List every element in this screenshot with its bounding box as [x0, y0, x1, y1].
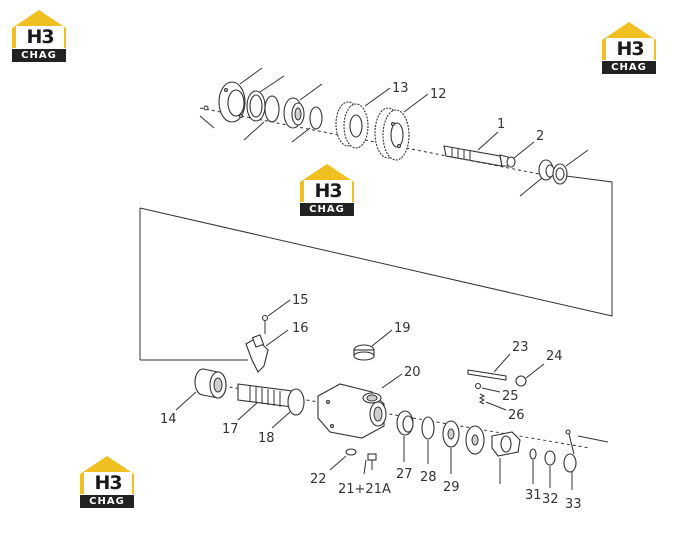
callout-18: 18: [258, 431, 275, 446]
callout-32: 32: [542, 492, 559, 507]
washer-31: [529, 448, 537, 484]
callout-15: 15: [292, 293, 309, 308]
exploded-view-frame: [139, 175, 613, 361]
end-bearing: [519, 159, 555, 197]
watermark-logo-top-left: H3 CHAG: [8, 8, 70, 64]
flange-disc: [465, 425, 485, 455]
lower-assembly: [175, 299, 609, 490]
nut-19: [353, 329, 393, 361]
logo-subtext: CHAG: [80, 495, 134, 508]
callout-16: 16: [292, 321, 309, 336]
callout-31: 31: [525, 488, 542, 503]
logo-subtext: CHAG: [12, 49, 66, 62]
watermark-logo-center: H3 CHAG: [296, 162, 358, 218]
end-ring: [552, 149, 589, 185]
ring-28: [421, 416, 435, 464]
callout-labels: 13 12 1 2 15 16 19 20 23 24 25 26 14 17 …: [160, 81, 582, 512]
bearing-cover-flange: [218, 67, 263, 123]
bearing: [283, 83, 323, 129]
spacer-ring: [291, 106, 323, 143]
washer-2: [506, 141, 535, 168]
spline-shaft-17: [237, 383, 301, 421]
callout-22: 22: [310, 472, 327, 487]
castle-nut-33: [563, 429, 609, 490]
callout-12: 12: [430, 87, 447, 102]
shift-fork-16: [245, 329, 289, 373]
callout-33: 33: [565, 497, 582, 512]
screw-15: [261, 299, 291, 334]
bolt-21: [363, 453, 377, 475]
callout-1: 1: [497, 117, 505, 132]
watermark-logo-bottom-left: H3 CHAG: [76, 454, 138, 510]
callout-2: 2: [536, 129, 544, 144]
callout-25: 25: [502, 389, 519, 404]
small-bolt: [199, 105, 215, 129]
o-ring-18: [271, 388, 305, 429]
callout-20: 20: [404, 365, 421, 380]
callout-28: 28: [420, 470, 437, 485]
ball-25: [474, 382, 501, 393]
ring-32: [544, 450, 556, 488]
callout-29: 29: [443, 480, 460, 495]
seal-27: [396, 410, 414, 462]
shaft-1: [443, 131, 509, 167]
callout-19: 19: [394, 321, 411, 336]
upper-shaft-assembly: [199, 67, 589, 197]
sliding-sleeve-14: [175, 368, 227, 411]
callout-23: 23: [512, 340, 529, 355]
logo-text: H3: [606, 38, 654, 60]
logo-text: H3: [84, 472, 132, 494]
logo-text: H3: [304, 180, 352, 202]
watermark-logo-top-right: H3 CHAG: [598, 20, 660, 76]
callout-27: 27: [396, 467, 413, 482]
housing-20: [317, 373, 403, 439]
logo-subtext: CHAG: [602, 61, 656, 74]
gear-12: [374, 93, 429, 161]
gear-13: [335, 87, 391, 149]
callout-24: 24: [546, 349, 563, 364]
callout-21-21a: 21+21A: [338, 482, 391, 497]
pin-23: [467, 353, 511, 381]
bushing-24: [515, 363, 545, 387]
washer-22: [329, 448, 357, 471]
callout-17: 17: [222, 422, 239, 437]
logo-subtext: CHAG: [300, 203, 354, 216]
washer-29: [442, 420, 460, 474]
callout-14: 14: [160, 412, 177, 427]
callout-13: 13: [392, 81, 409, 96]
flange-yoke: [491, 431, 521, 484]
retaining-ring: [243, 95, 280, 141]
logo-text: H3: [16, 26, 64, 48]
spring-26: [478, 393, 507, 411]
callout-26: 26: [508, 408, 525, 423]
